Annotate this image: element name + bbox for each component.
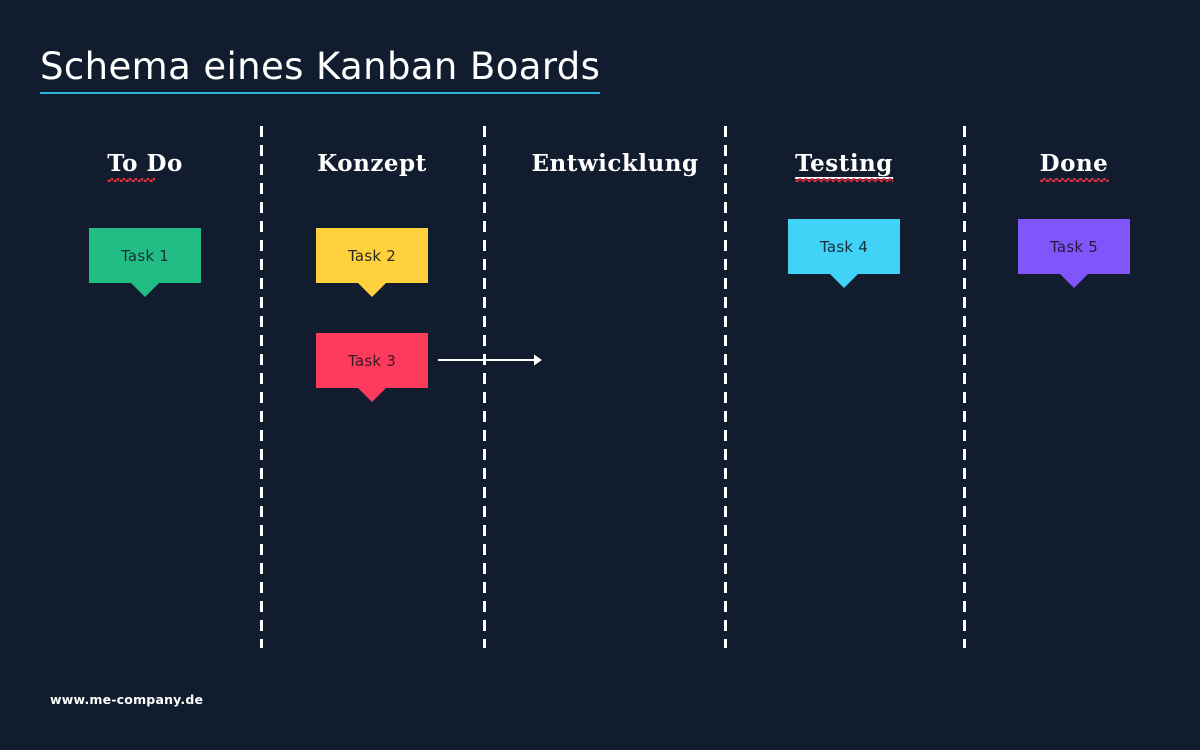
task-card-4[interactable]: Task 4 [788,219,900,274]
flow-arrow-icon [438,354,542,366]
column-header-konzept-label: Konzept [317,150,427,177]
page-title-text: Schema eines Kanban Boards [40,45,601,88]
column-header-to-do-label: To Do [107,150,183,177]
column-divider-1 [260,126,263,648]
title-underline-rule [40,92,601,94]
task-card-2-label: Task 2 [348,246,396,265]
column-header-entwicklung: Entwicklung [531,150,698,180]
page-title: Schema eines Kanban Boards [40,44,601,94]
column-divider-3 [724,126,727,648]
column-header-done-label: Done [1039,150,1109,177]
column-divider-4 [963,126,966,648]
column-header-testing-label: Testing [795,150,893,180]
footer-website: www.me-company.de [50,692,204,707]
task-card-1[interactable]: Task 1 [89,228,201,283]
column-header-to-do: To Do [107,150,183,182]
task-card-5-label: Task 5 [1050,237,1098,256]
column-divider-2 [483,126,486,648]
column-header-konzept: Konzept [317,150,426,180]
task-card-5[interactable]: Task 5 [1018,219,1130,274]
column-header-testing: Testing [795,150,893,182]
task-card-4-label: Task 4 [820,237,868,256]
column-header-done: Done [1039,150,1109,182]
task-card-2[interactable]: Task 2 [316,228,428,283]
task-card-3[interactable]: Task 3 [316,333,428,388]
column-header-entwicklung-label: Entwicklung [531,150,699,177]
task-card-3-label: Task 3 [348,351,396,370]
task-card-1-label: Task 1 [121,246,169,265]
